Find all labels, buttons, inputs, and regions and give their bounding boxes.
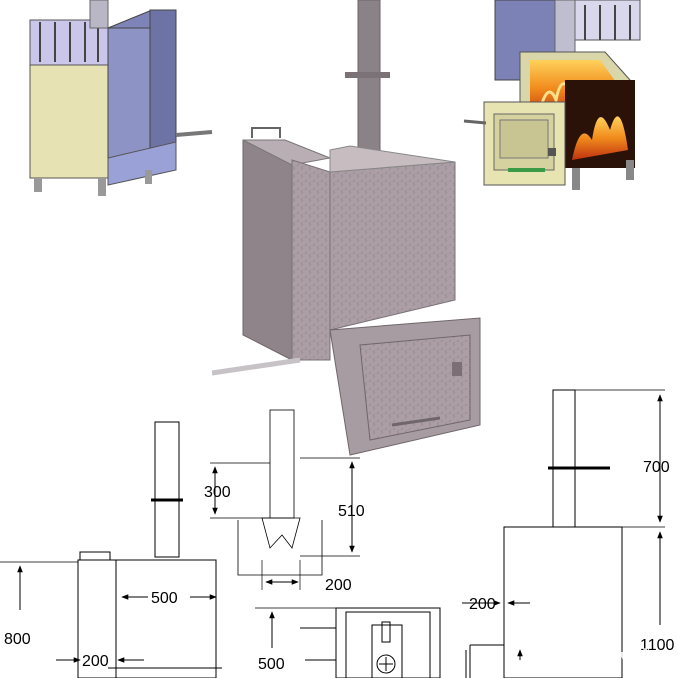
dim-500-bottom: 500	[258, 656, 285, 673]
avito-dot-icon	[581, 661, 587, 667]
dim-1100: 1100	[640, 637, 675, 654]
avito-dot-icon	[591, 654, 599, 662]
dim-300: 300	[204, 484, 231, 501]
dim-200-left: 200	[82, 653, 109, 670]
stove-render-right	[463, 0, 641, 190]
avito-logo-text: Avito	[603, 645, 667, 670]
drawing-right-view	[462, 389, 665, 678]
drawing-door-view	[255, 607, 441, 678]
drawing-left-view	[0, 421, 222, 678]
dim-510: 510	[338, 503, 365, 520]
stove-render-left	[29, 0, 213, 196]
drawing-top-view	[210, 409, 360, 590]
dim-800: 800	[4, 631, 31, 648]
dim-200-right: 200	[469, 596, 496, 613]
stove-render-center	[211, 0, 481, 456]
avito-dot-icon	[577, 648, 587, 658]
dim-200-top: 200	[325, 577, 352, 594]
dim-700: 700	[643, 459, 670, 476]
avito-watermark: Avito	[577, 645, 667, 670]
dim-500-left: 500	[151, 590, 178, 607]
